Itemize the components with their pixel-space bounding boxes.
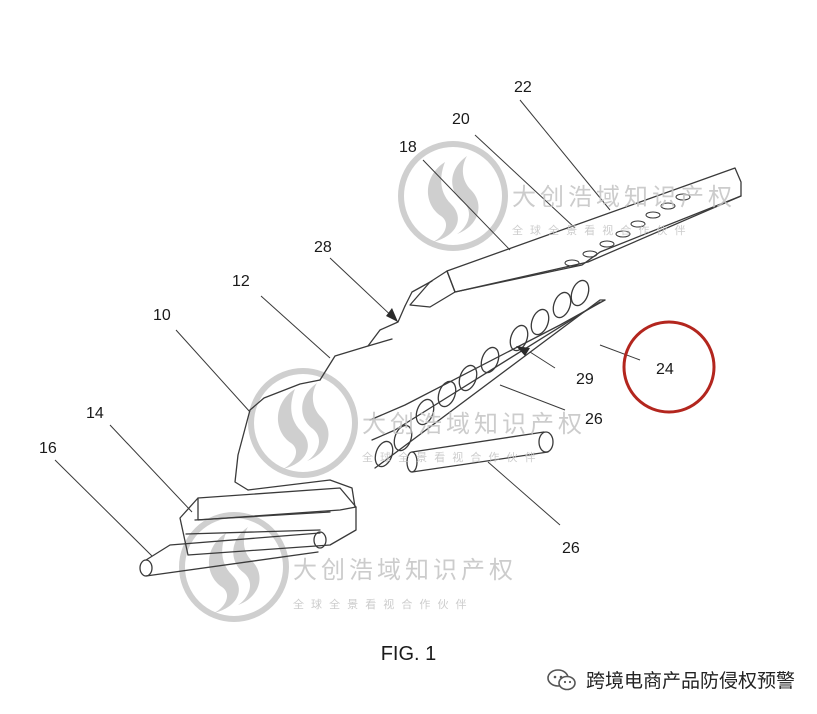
clamp-block	[179, 487, 357, 556]
wechat-icon	[547, 668, 576, 690]
tube-bank-bottom	[374, 299, 606, 469]
watermark-logo-top	[401, 144, 505, 248]
watermark-logo-middle	[251, 371, 355, 475]
watermark-title-middle: 大创浩域知识产权	[362, 411, 586, 438]
arrow-29	[516, 346, 530, 356]
label-22: 22	[514, 79, 532, 96]
rod-26-start	[406, 451, 418, 473]
bottom-rod-end	[139, 559, 153, 577]
figure-caption: FIG. 1	[380, 643, 437, 665]
rod-26	[411, 431, 549, 473]
upper-step-top	[404, 280, 433, 307]
highlight-circle	[622, 320, 716, 414]
label-24: 24	[656, 361, 674, 378]
label-12: 12	[232, 273, 250, 290]
middle-body	[319, 338, 393, 381]
tube-holes	[374, 279, 590, 468]
bottom-rod-16	[145, 532, 321, 577]
account-name: 跨境电商产品防侵权预警	[585, 670, 795, 692]
step-ledge-28	[367, 305, 406, 347]
top-plate-front-edge	[454, 195, 742, 293]
label-14: 14	[86, 405, 104, 422]
watermark-subtitle-middle: 全 球 全 景 看 视 合 作 伙 伴	[362, 450, 538, 464]
tube-bank-front	[371, 301, 601, 441]
body-base-left	[247, 479, 356, 508]
label-16: 16	[39, 440, 57, 457]
label-26-upper: 26	[585, 411, 603, 428]
account-footer: 跨境电商产品防侵权预警	[546, 666, 795, 693]
device-drawing	[139, 167, 742, 577]
watermark-subtitle-top: 全 球 全 景 看 视 合 作 伙 伴	[512, 223, 688, 237]
body-left-edge	[234, 409, 251, 491]
body-side-top	[249, 379, 321, 411]
clamp-slot	[185, 511, 331, 535]
rod-26-end	[538, 431, 554, 453]
tube-bank-top	[369, 299, 606, 421]
arrow-28	[386, 308, 398, 322]
plate-holes	[564, 193, 691, 267]
upper-step-body	[409, 270, 456, 308]
label-29: 29	[576, 371, 594, 388]
watermark-logo-bottom	[182, 515, 286, 619]
bottom-rod-tip	[313, 531, 327, 549]
label-26-lower: 26	[562, 540, 580, 557]
leader-lines	[54, 99, 641, 557]
watermark-subtitle-bottom: 全 球 全 景 看 视 合 作 伙 伴	[293, 597, 469, 611]
label-18: 18	[399, 139, 417, 156]
label-28: 28	[314, 239, 332, 256]
label-10: 10	[153, 307, 171, 324]
label-20: 20	[452, 111, 470, 128]
watermark-title-bottom: 大创浩域知识产权	[293, 557, 517, 584]
watermark-title-top: 大创浩域知识产权	[512, 184, 736, 211]
